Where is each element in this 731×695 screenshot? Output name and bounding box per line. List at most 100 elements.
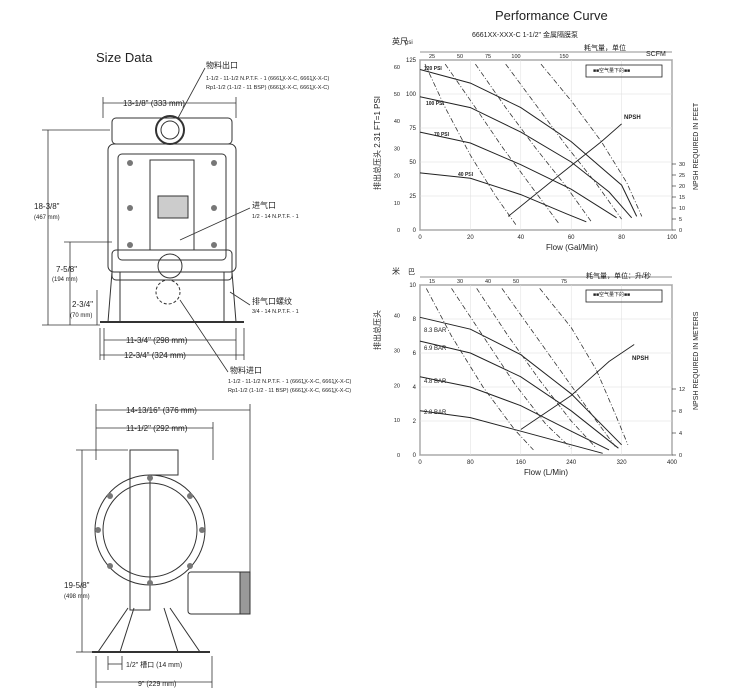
chart1-y2-tick-label: 40 — [394, 119, 400, 125]
chart1-legend: ■■空气量下的■■ — [593, 67, 630, 74]
chart2-plabel-0: 8.3 BAR — [424, 328, 447, 334]
chart1-y2-tick-label: 0 — [397, 228, 400, 234]
outlet-spec-2: Rp1-1/2 (1-1/2 - 11 BSP) (6661̲X-X-C, 66… — [206, 85, 329, 91]
chart2-y2-tick-label: 40 — [394, 314, 400, 320]
side-view-pump — [92, 449, 251, 653]
chart1-right-tick-label: 20 — [679, 184, 685, 190]
chart1-air-curve — [444, 63, 559, 224]
chart1-y2-tick-label: 10 — [394, 201, 400, 207]
chart2-y-unit-top: 米 — [392, 266, 400, 276]
chart2-series-line — [419, 340, 619, 449]
chart1-x-tick-label: 60 — [568, 235, 575, 241]
chart2-x-tick-label: 320 — [617, 460, 628, 466]
chart2-air-curve — [539, 288, 629, 445]
chart2-y2-tick-label: 10 — [394, 418, 400, 424]
chart1-right-label: NPSH REQUIRED IN FEET — [693, 102, 700, 190]
chart2-top-label: 耗气量，单位：升/秒 — [586, 271, 651, 280]
chart1-legend-box — [585, 64, 663, 78]
size-data-drawing: 13-1/8" (333 mm) 18-3/8" (467 mm) 7-5/8"… — [34, 60, 351, 688]
chart1-plot-frame — [419, 59, 673, 231]
chart1-x-tick-label: 0 — [418, 235, 422, 241]
chart1-top-tick-label: 50 — [457, 54, 463, 60]
chart2-right-tick-label: 0 — [679, 453, 682, 459]
chart1-air-curve — [540, 63, 643, 217]
inlet-spec-1: 1-1/2 - 11-1/2 N.P.T.F. - 1 (6661̲X-X-C,… — [228, 379, 351, 385]
performance-model: 6661XX-XXX-C 1-1/2" 金属隔膜泵 — [472, 32, 578, 39]
chart1-air-curve — [505, 63, 622, 220]
chart2-npsh-label: NPSH — [632, 356, 649, 362]
chart1-y2-tick-label: 20 — [394, 174, 400, 180]
chart1-plabel-0: 120 PSI — [424, 66, 442, 72]
chart2-x-tick-label: 160 — [516, 460, 527, 466]
chart1-y-tick-label: 50 — [409, 160, 416, 166]
chart1-right-tick-label: 15 — [679, 195, 685, 201]
front-view-pump — [100, 115, 244, 323]
chart1-series-line — [419, 96, 633, 219]
chart2-x-tick-label: 400 — [667, 460, 678, 466]
chart2-x-tick-label: 0 — [418, 460, 422, 466]
dim-height-total-mm: (467 mm) — [34, 215, 60, 221]
dim-width-base-inner: 11-3/4" (298 mm) — [126, 336, 188, 345]
chart2-air-curve — [476, 288, 597, 449]
chart2-xlabel: Flow (L/Min) — [524, 468, 568, 477]
chart2-ylabel: 排出总压头 — [372, 310, 382, 350]
outlet-label: 物料出口 — [206, 60, 238, 70]
chart1-top-tick-label: 25 — [429, 54, 435, 60]
chart1-plabel-3: 40 PSI — [458, 172, 474, 178]
dim-height-side-mm: (498 mm) — [64, 594, 90, 600]
chart1-x-tick-label: 20 — [467, 235, 474, 241]
chart2-right-label: NPSH REQUIRED IN METERS — [693, 311, 700, 410]
chart2-plot-frame — [419, 284, 673, 456]
chart2-plabel-1: 6.9 BAR — [424, 346, 447, 352]
chart1-air-curve — [475, 63, 592, 223]
chart2-x-tick-label: 80 — [467, 460, 474, 466]
chart2-top-tick-label: 15 — [429, 279, 435, 285]
chart2-series-line — [419, 316, 622, 446]
chart2-air-curve — [425, 288, 534, 451]
dim-width-base-outer: 12-3/4" (324 mm) — [124, 351, 186, 360]
chart1-y2-tick-label: 30 — [394, 146, 400, 152]
chart1-right-tick-label: 30 — [679, 162, 685, 168]
inlet-label: 物料进口 — [230, 365, 262, 375]
chart2-y-tick-label: 10 — [409, 283, 416, 289]
dim-height-base: 2-3/4" — [72, 300, 93, 309]
size-data-title: Size Data — [96, 50, 153, 65]
chart1-air-curve — [424, 63, 517, 225]
dim-slot: 1/2" 槽口 (14 mm) — [126, 660, 182, 669]
chart2-x-tick-label: 240 — [566, 460, 577, 466]
chart2-y-tick-label: 6 — [413, 351, 417, 357]
chart1-y-tick-label: 0 — [413, 228, 417, 234]
chart1-npsh-curve — [507, 123, 622, 217]
outlet-spec-1: 1-1/2 - 11-1/2 N.P.T.F. - 1 (6661̲X-X-C,… — [206, 76, 329, 82]
chart1-top-unit: SCFM — [646, 51, 666, 58]
chart2-air-curve — [501, 288, 616, 447]
chart2-top-tick-label: 50 — [513, 279, 519, 285]
chart2-top-tick-label: 30 — [457, 279, 463, 285]
chart1-series-line — [419, 172, 587, 223]
chart1-plabel-1: 100 PSI — [426, 101, 444, 107]
chart2-air-curve — [451, 288, 572, 449]
dim-height-inlet-mm: (194 mm) — [52, 277, 78, 283]
chart1-y-unit-psi: psi — [405, 40, 413, 46]
chart2-y-tick-label: 0 — [413, 453, 417, 459]
chart2-series-line — [419, 376, 610, 451]
chart1-top-label: 耗气量，单位 — [584, 43, 626, 52]
chart1-y-tick-label: 25 — [409, 194, 416, 200]
performance-title: Performance Curve — [495, 8, 608, 23]
dim-width-top: 13-1/8" (333 mm) — [123, 99, 185, 108]
chart2-y-unit-bar: 巴 — [408, 268, 415, 276]
chart2-y-tick-label: 2 — [413, 419, 417, 425]
chart2-right-tick-label: 12 — [679, 387, 685, 393]
chart1-y-tick-label: 125 — [406, 58, 417, 64]
dim-width-inner: 11-1/2" (292 mm) — [126, 424, 188, 433]
chart1-series-line — [419, 131, 617, 219]
chart1-series-line — [419, 69, 638, 217]
exhaust-spec: 3/4 - 14 N.P.T.F. - 1 — [252, 309, 299, 315]
chart1-top-tick-label: 75 — [485, 54, 491, 60]
chart1-ylabel: 排出总压头 2.31 FT=1 PSI — [372, 96, 382, 190]
chart1-plabel-2: 70 PSI — [434, 132, 450, 138]
chart2-plabel-2: 4.8 BAR — [424, 379, 447, 385]
exhaust-label: 排气口螺纹 — [252, 296, 292, 306]
chart2-y2-tick-label: 20 — [394, 383, 400, 389]
air-inlet-label: 进气口 — [252, 200, 276, 210]
